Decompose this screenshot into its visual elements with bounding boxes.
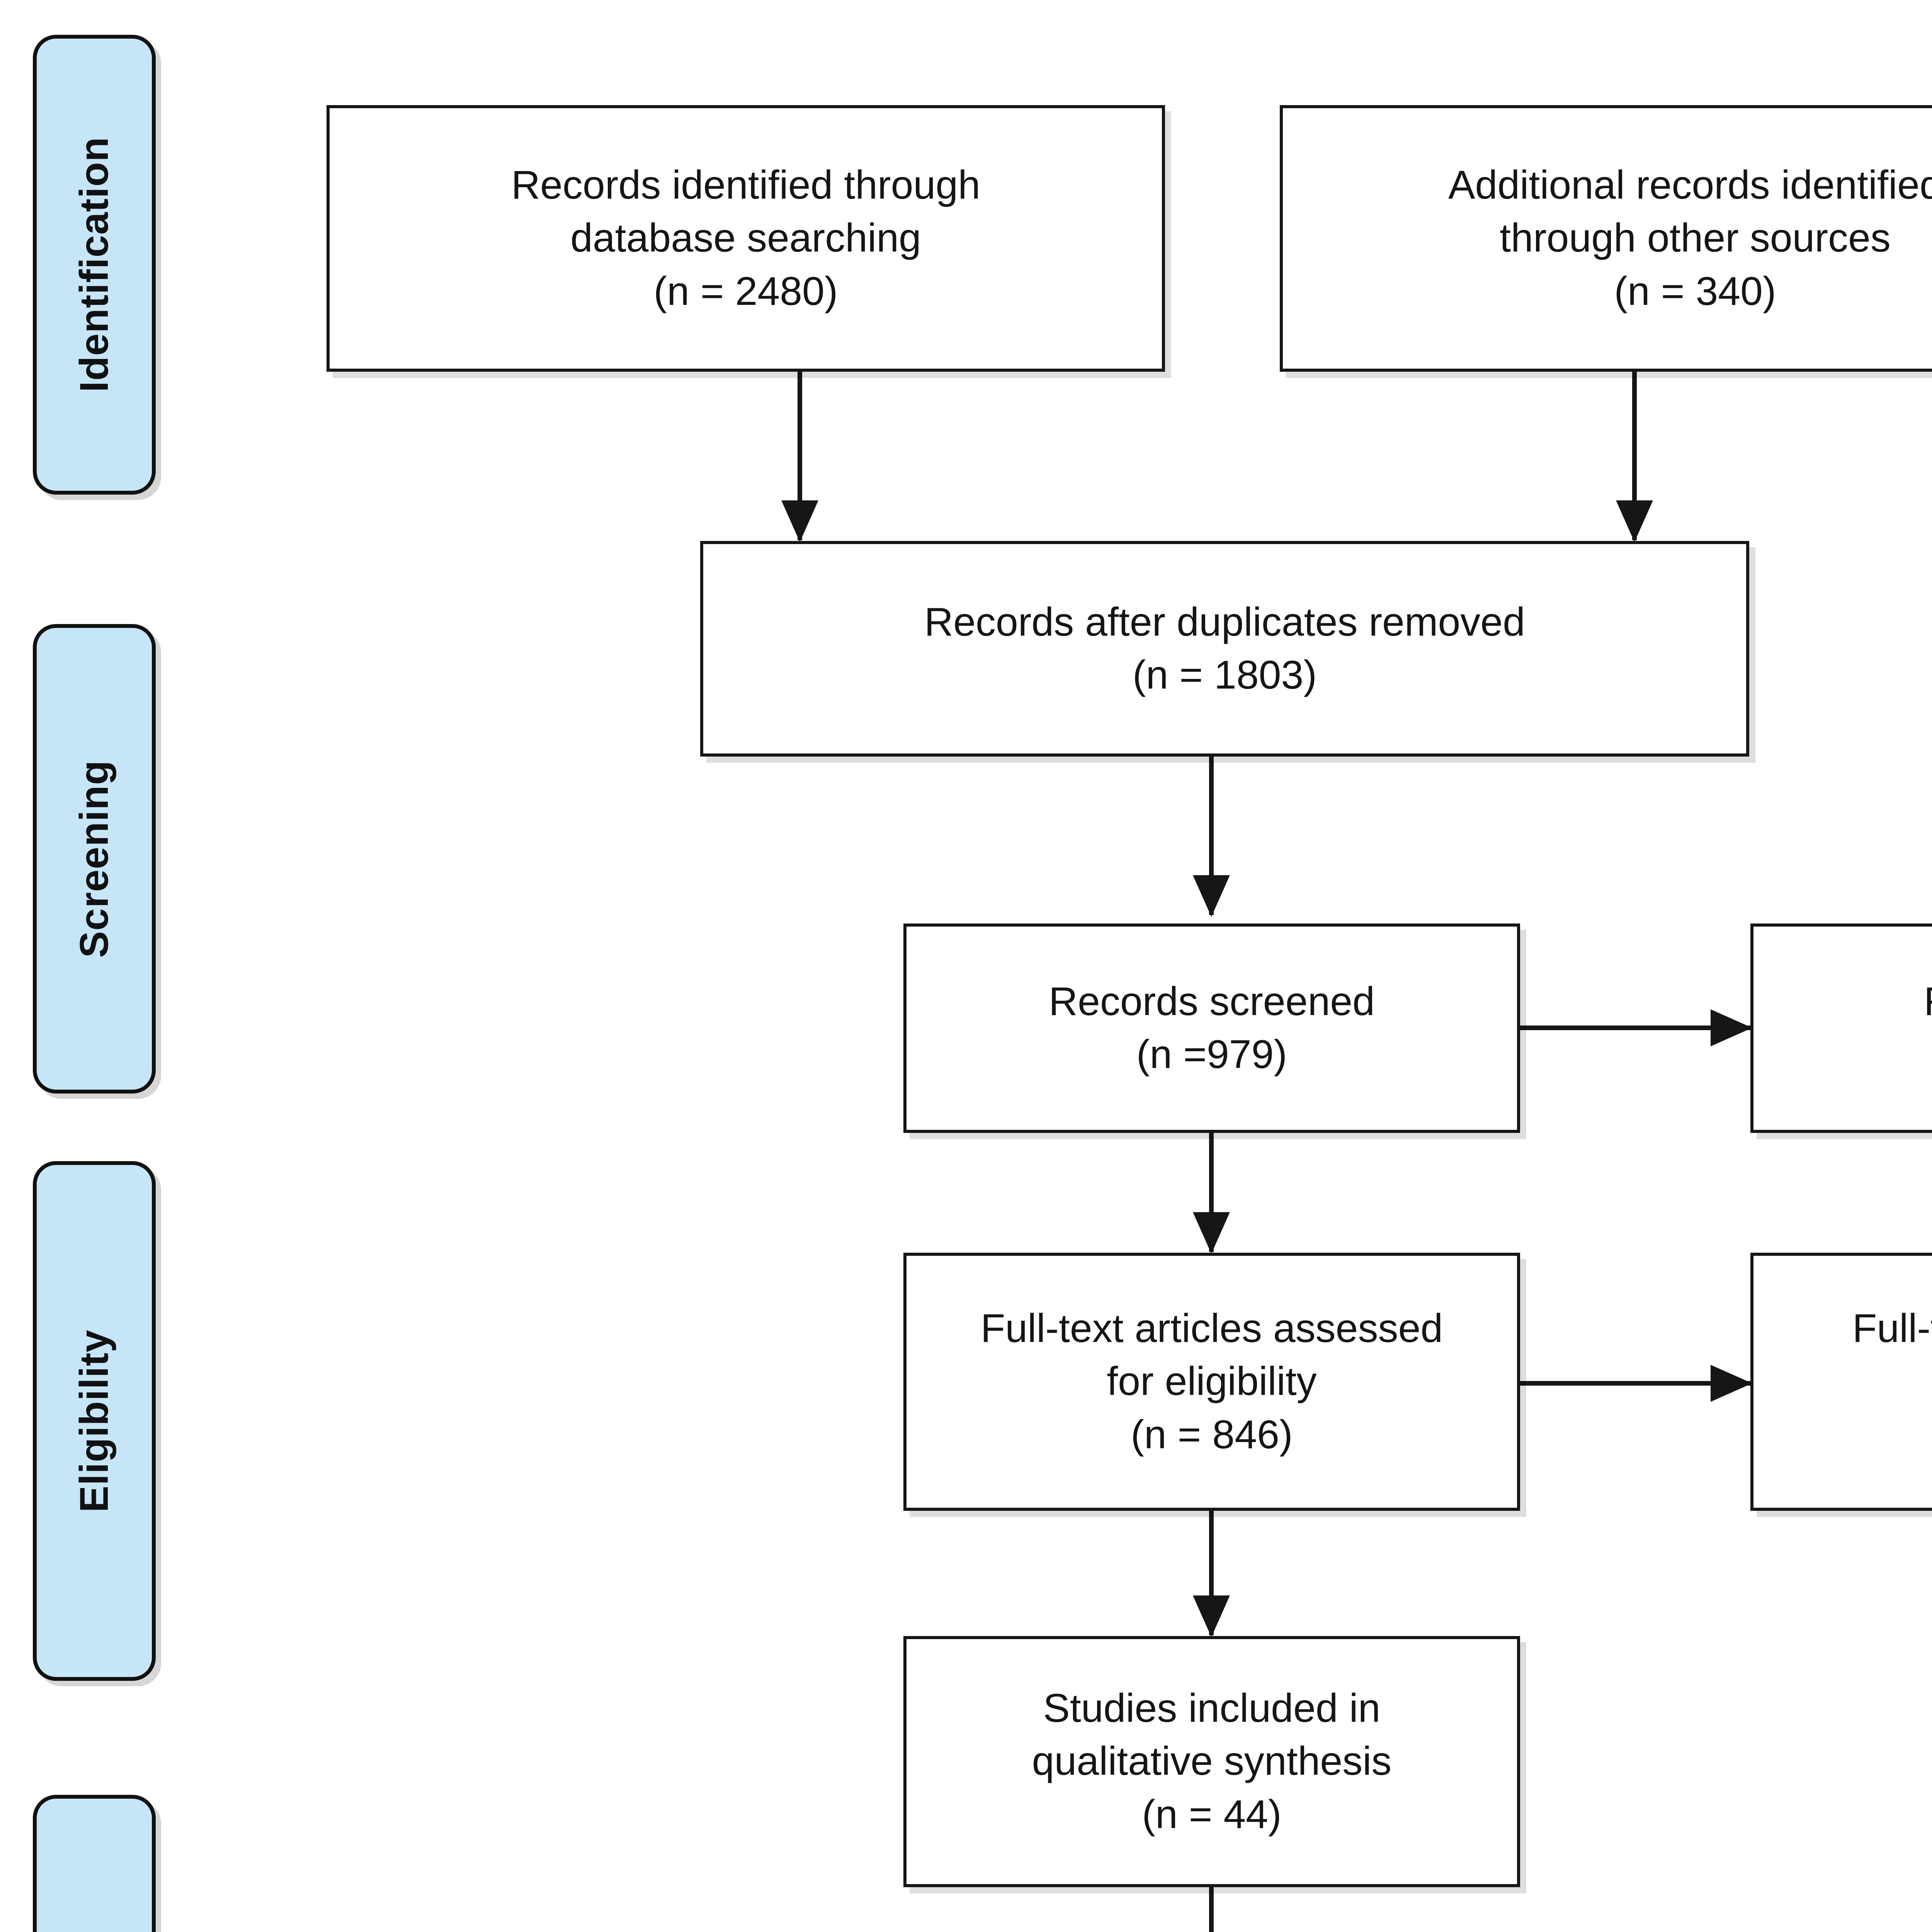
box-additional-records-other-sources: Additional records identified through ot… xyxy=(1280,105,1932,372)
box-line: Records screened xyxy=(1049,979,1375,1024)
box-fulltext-articles-excluded: Full-text articles excluded, with reason… xyxy=(1750,1253,1932,1511)
box-fulltext-articles-assessed: Full-text articles assessed for eligibil… xyxy=(903,1253,1520,1511)
box-count: (n = 1803) xyxy=(1133,653,1317,697)
box-studies-qualitative-synthesis: Studies included in qualitative synthesi… xyxy=(903,1636,1520,1887)
stage-label-eligibility-text: Eligibility xyxy=(72,1329,117,1513)
stage-label-screening-text: Screening xyxy=(72,760,117,958)
stage-label-screening: Screening xyxy=(33,624,156,1094)
stage-label-included: Included xyxy=(33,1795,156,1932)
box-records-excluded: Records excluded (n = 824) xyxy=(1750,923,1932,1133)
box-count: (n = 340) xyxy=(1614,269,1776,314)
box-line: Studies included in xyxy=(1043,1686,1381,1731)
stage-label-identification-text: Identification xyxy=(72,137,117,393)
box-records-screened: Records screened (n =979) xyxy=(903,923,1520,1133)
box-line: through other sources xyxy=(1500,216,1891,261)
stage-label-identification: Identification xyxy=(33,35,156,495)
box-line: Additional records identified xyxy=(1448,163,1932,208)
box-line: qualitative synthesis xyxy=(1032,1739,1392,1784)
stage-label-eligibility: Eligibility xyxy=(33,1161,156,1681)
box-records-identified-database: Records identified through database sear… xyxy=(327,105,1165,372)
box-line: Records excluded xyxy=(1924,975,1932,1028)
box-line: Records after duplicates removed xyxy=(924,599,1525,645)
box-records-after-duplicates-removed: Records after duplicates removed (n = 18… xyxy=(700,541,1749,757)
box-line: database searching xyxy=(570,216,921,261)
box-line: Full-text articles excluded, xyxy=(1852,1306,1932,1351)
box-count: (n = 846) xyxy=(1131,1412,1293,1457)
box-line: Full-text articles assessed xyxy=(980,1306,1443,1351)
box-line: Records identified through xyxy=(511,163,981,208)
box-line: for eligibility xyxy=(1107,1359,1317,1404)
box-count: (n = 2480) xyxy=(653,269,838,314)
box-count: (n = 44) xyxy=(1142,1792,1282,1837)
box-count: (n =979) xyxy=(1136,1032,1287,1077)
